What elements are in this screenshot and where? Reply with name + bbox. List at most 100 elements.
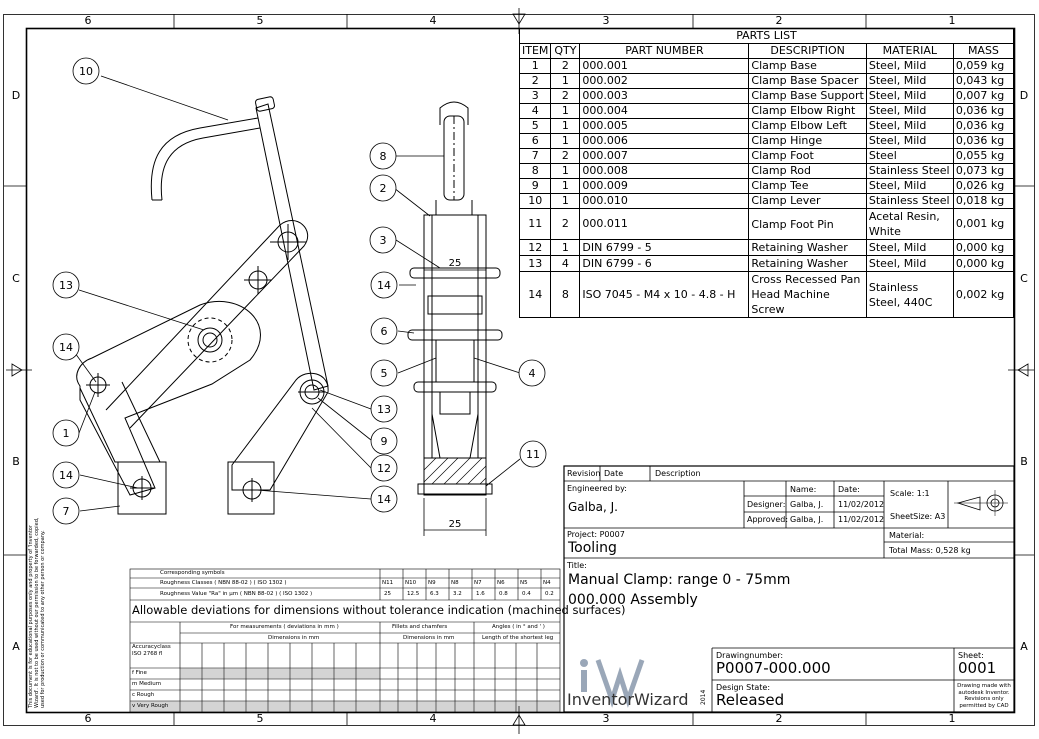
table-cell: Clamp Foot Pin	[748, 208, 867, 240]
table-cell: 10	[518, 193, 552, 209]
col-qty: QTY	[550, 43, 581, 59]
balloon-11: 11	[526, 448, 540, 461]
zone-col-4-bottom: 4	[430, 712, 437, 725]
cad-note: Drawing made with autodesk Inventor. Rev…	[957, 683, 1011, 709]
zone-col-1-bottom: 1	[949, 712, 956, 725]
roughness-class: N6	[497, 580, 505, 586]
balloon-8: 8	[380, 150, 387, 163]
zone-labels: 6 5 4 3 2 1 6 5 4 3 2 1 D C B A D C B A	[12, 14, 1028, 725]
table-cell: 000.001	[579, 58, 750, 74]
table-cell: 2	[550, 58, 581, 74]
zone-ticks	[4, 8, 1034, 734]
table-cell: 1	[550, 178, 581, 194]
table-cell: Clamp Elbow Left	[748, 118, 867, 134]
zone-row-d: D	[12, 89, 20, 102]
roughness-value: 3.2	[453, 591, 462, 597]
table-cell: Stainless Steel	[865, 193, 954, 209]
deviation-table-frame	[129, 568, 561, 713]
balloon-14-a: 14	[59, 341, 73, 354]
table-cell: Clamp Base Spacer	[748, 73, 867, 89]
table-cell: 000.003	[579, 88, 750, 104]
balloon-2: 2	[380, 182, 387, 195]
rev-header-date: Date	[604, 469, 624, 478]
rev-header-revision: Revision	[567, 469, 601, 478]
table-cell: 11	[518, 208, 552, 240]
zone-col-5: 5	[257, 14, 264, 27]
table-cell: 1	[550, 118, 581, 134]
table-cell: 0,059 kg	[952, 58, 1015, 74]
balloon-labels: 10 13 14 1 14 7 13 9 12 14 8 2 3 14 6 5 …	[59, 65, 540, 518]
table-cell: Steel	[865, 148, 954, 164]
table-cell: DIN 6799 - 5	[579, 239, 750, 256]
table-cell: Cross Recessed Pan Head Machine Screw	[748, 271, 867, 318]
table-cell: 8	[550, 271, 581, 318]
table-cell: 6	[518, 133, 552, 149]
roughness-value: 25	[384, 591, 391, 597]
table-cell: 0,007 kg	[952, 88, 1015, 104]
corr-symbols: Corresponding symbols	[160, 570, 225, 576]
table-cell: 1	[550, 239, 581, 256]
fillets-chamfers: Fillets and chamfers	[392, 624, 448, 630]
designer-name: Galba, J.	[790, 500, 824, 509]
side-leaders	[393, 155, 521, 536]
parts-list-table: PARTS LIST ITEM QTY PART NUMBER DESCRIPT…	[518, 28, 1015, 318]
approved-label: Approved:	[747, 515, 789, 524]
class-medium: m Medium	[132, 681, 162, 687]
table-cell: 8	[518, 163, 552, 179]
deviation-title: Allowable deviations for dimensions with…	[132, 603, 626, 617]
front-view	[76, 96, 329, 515]
roughness-value: 0.4	[522, 591, 531, 597]
table-cell: 000.007	[579, 148, 750, 164]
table-cell: 000.006	[579, 133, 750, 149]
table-cell: 4	[550, 255, 581, 272]
table-cell: 1	[550, 163, 581, 179]
roughness-value: 6.3	[430, 591, 439, 597]
col-description: DESCRIPTION	[748, 43, 867, 59]
table-cell: 1	[550, 103, 581, 119]
table-cell: Clamp Lever	[748, 193, 867, 209]
roughness-class: N10	[405, 580, 417, 586]
table-cell: 12	[518, 239, 552, 256]
roughness-class: N9	[428, 580, 436, 586]
table-cell: 0,036 kg	[952, 118, 1015, 134]
zone-col-2-bottom: 2	[776, 712, 783, 725]
drawing-number-label: Drawingnumber:	[716, 651, 784, 660]
table-cell: DIN 6799 - 6	[579, 255, 750, 272]
balloon-10: 10	[79, 65, 93, 78]
col-mass: MASS	[952, 43, 1015, 59]
rough-values: Roughness Value "Ra" in µm ( NBN 88-02 )…	[160, 591, 313, 597]
col-item: ITEM	[518, 43, 552, 59]
roughness-class: N11	[382, 580, 394, 586]
roughness-class: N4	[543, 580, 551, 586]
logo-version: 2014	[700, 689, 707, 705]
side-view	[407, 101, 503, 496]
material-label: Material:	[889, 531, 925, 540]
table-cell: Steel, Mild	[865, 88, 954, 104]
table-cell: Retaining Washer	[748, 239, 867, 256]
table-cell: 2	[550, 88, 581, 104]
table-cell: 000.011	[579, 208, 750, 240]
table-cell: 3	[518, 88, 552, 104]
table-cell: Steel, Mild	[865, 58, 954, 74]
table-cell: Clamp Hinge	[748, 133, 867, 149]
rough-classes: Roughness Classes ( NBN 88-02 ) ( ISO 13…	[160, 580, 287, 586]
table-cell: 2	[518, 73, 552, 89]
for-measurements: For measurements ( deviations in mm )	[230, 624, 339, 630]
table-cell: Steel, Mild	[865, 118, 954, 134]
title-block-frame	[563, 465, 1015, 713]
shortest-leg: Length of the shortest leg	[482, 635, 554, 641]
table-cell: 000.002	[579, 73, 750, 89]
designer-date: 11/02/2012	[838, 500, 885, 509]
zone-col-3: 3	[603, 14, 610, 27]
table-cell: 0,036 kg	[952, 133, 1015, 149]
name-label: Name:	[790, 485, 817, 494]
table-cell: Steel, Mild	[865, 133, 954, 149]
roughness-value: 0.8	[499, 591, 508, 597]
table-cell: 000.005	[579, 118, 750, 134]
